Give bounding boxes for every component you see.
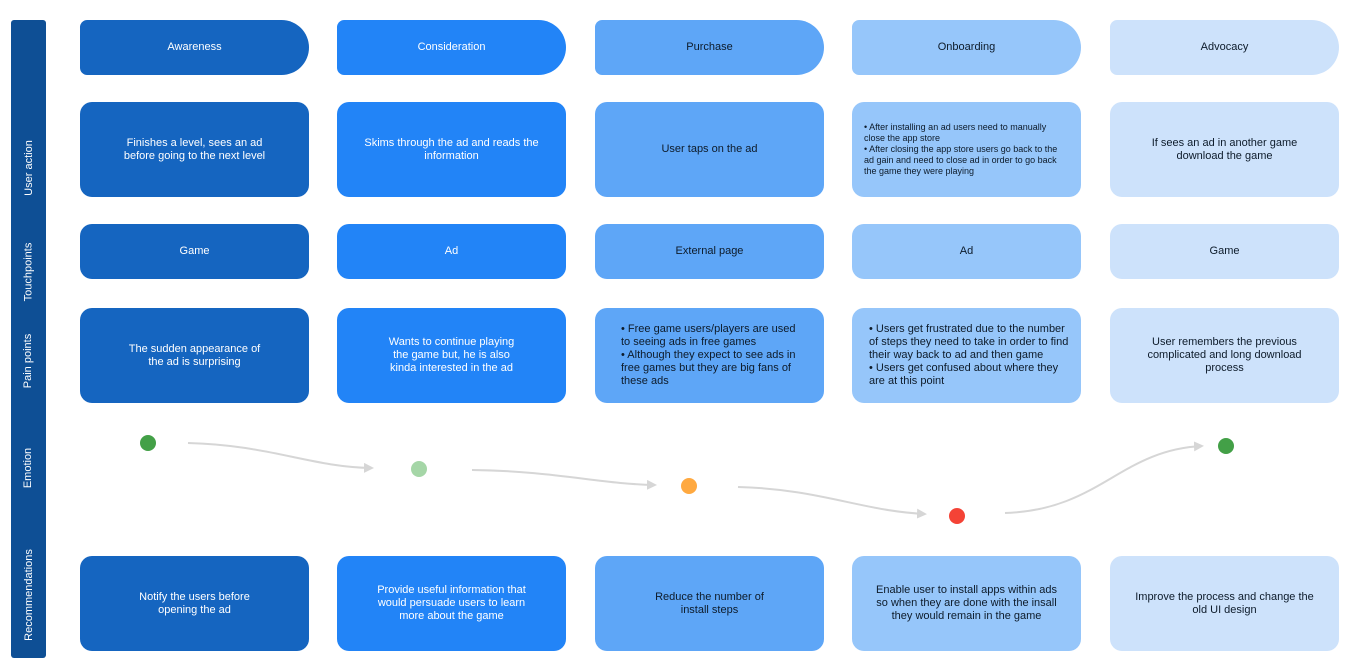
recommendation-card-advocacy: Improve the process and change the old U… — [1110, 556, 1339, 651]
recommendation-card-awareness: Notify the users before opening the ad — [80, 556, 309, 651]
stage-consideration: Consideration — [337, 20, 566, 75]
recommendation-card-consideration: Provide useful information that would pe… — [337, 556, 566, 651]
touchpoint-card-consideration: Ad — [337, 224, 566, 279]
stage-awareness: Awareness — [80, 20, 309, 75]
pain-point-card-consideration: Wants to continue playing the game but, … — [337, 308, 566, 403]
touchpoint-card-awareness: Game — [80, 224, 309, 279]
recommendation-card-purchase: Reduce the number of install steps — [595, 556, 824, 651]
emotion-point-onboarding — [949, 508, 965, 524]
emotion-point-awareness — [140, 435, 156, 451]
stage-onboarding: Onboarding — [852, 20, 1081, 75]
emotion-arrow-1 — [187, 442, 374, 473]
stage-advocacy: Advocacy — [1110, 20, 1339, 75]
emotion-arrow-2 — [471, 469, 657, 490]
touchpoint-card-onboarding: Ad — [852, 224, 1081, 279]
pain-point-card-onboarding: • Users get frustrated due to the number… — [852, 308, 1081, 403]
emotion-point-advocacy — [1218, 438, 1234, 454]
pain-point-card-awareness: The sudden appearance of the ad is surpr… — [80, 308, 309, 403]
touchpoint-card-advocacy: Game — [1110, 224, 1339, 279]
pain-point-card-advocacy: User remembers the previous complicated … — [1110, 308, 1339, 403]
pain-point-card-purchase: • Free game users/players are used to se… — [595, 308, 824, 403]
emotion-arrow-4 — [1004, 441, 1204, 514]
user-action-card-purchase: User taps on the ad — [595, 102, 824, 197]
touchpoint-card-purchase: External page — [595, 224, 824, 279]
user-action-card-advocacy: If sees an ad in another game download t… — [1110, 102, 1339, 197]
emotion-point-consideration — [411, 461, 427, 477]
stage-purchase: Purchase — [595, 20, 824, 75]
recommendation-card-onboarding: Enable user to install apps within ads s… — [852, 556, 1081, 651]
user-action-card-consideration: Skims through the ad and reads the infor… — [337, 102, 566, 197]
emotion-point-purchase — [681, 478, 697, 494]
row-label-rail: User action Touchpoints Pain points Emot… — [11, 20, 46, 658]
user-action-card-awareness: Finishes a level, sees an ad before goin… — [80, 102, 309, 197]
user-action-card-onboarding: • After installing an ad users need to m… — [852, 102, 1081, 197]
emotion-arrow-3 — [737, 486, 927, 519]
